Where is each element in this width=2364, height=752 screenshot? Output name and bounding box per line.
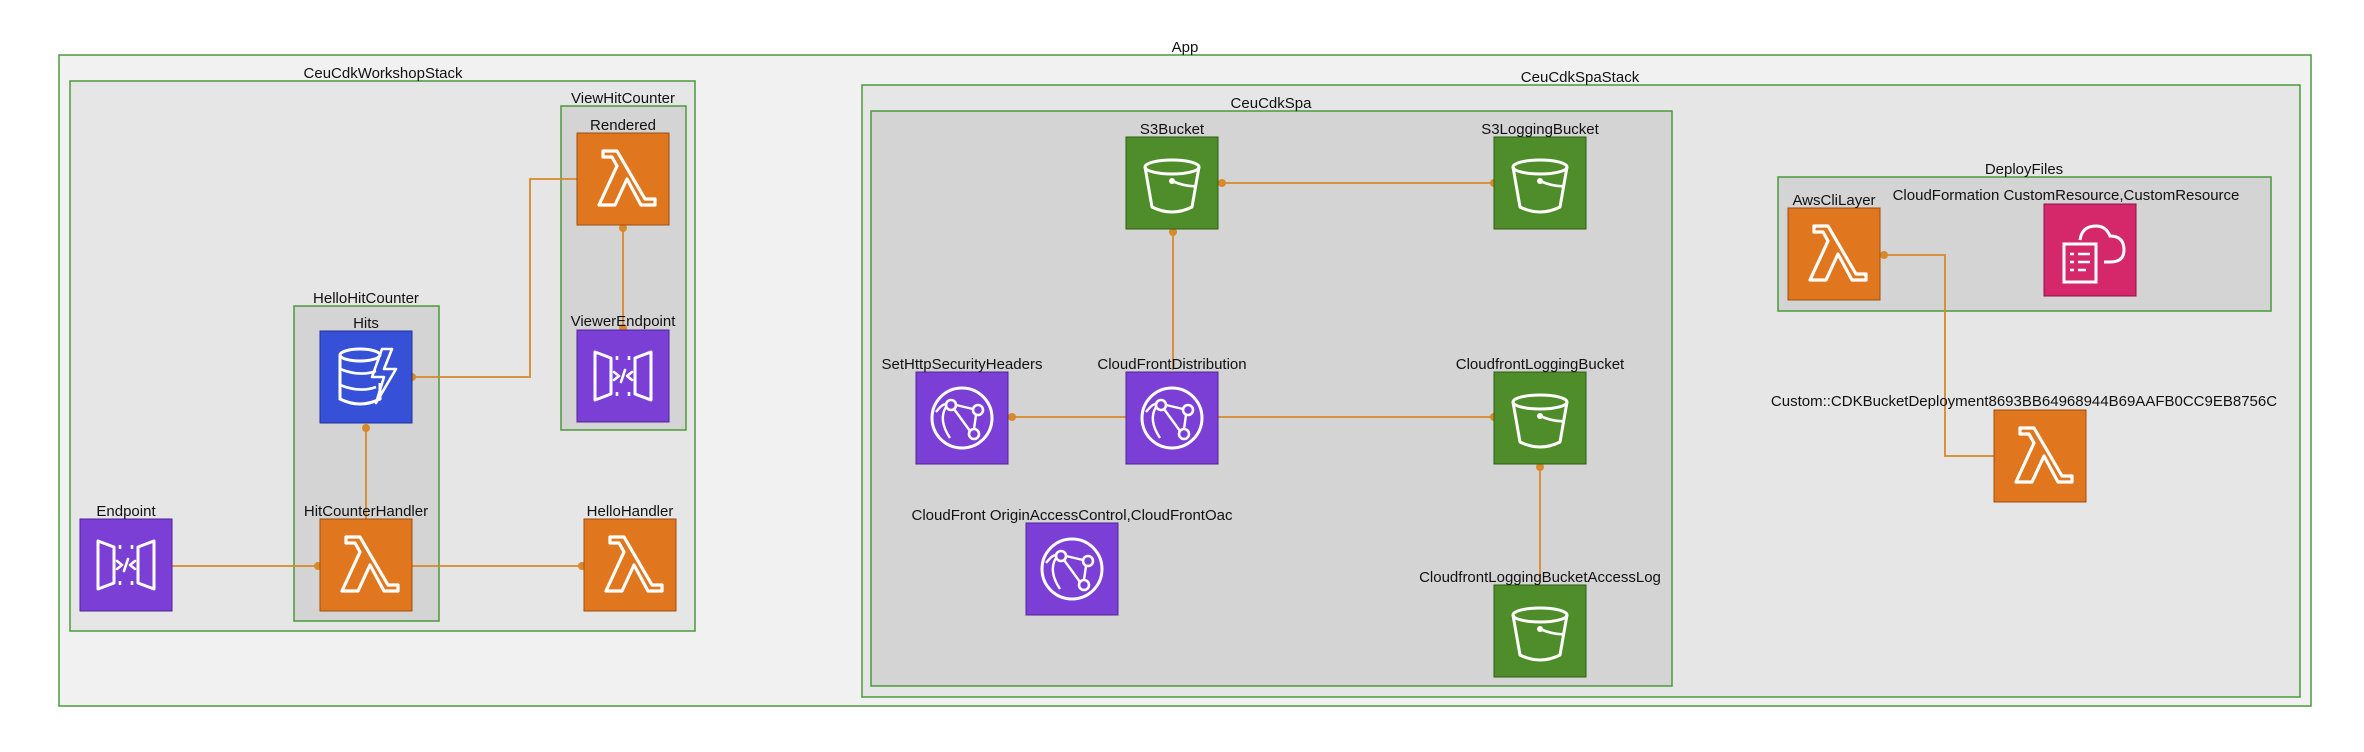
node-aws-cli-layer-label: AwsCliLayer [1792,192,1875,209]
node-cloudfront-oac[interactable]: CloudFront OriginAccessControl,CloudFron… [912,507,1233,616]
node-hello-handler-label: HelloHandler [587,503,674,520]
node-custom-resource[interactable]: CloudFormation CustomResource,CustomReso… [1893,187,2240,297]
group-workshop-stack-label: CeuCdkWorkshopStack [304,65,463,82]
group-hello-hit-counter-label: HelloHitCounter [313,290,419,307]
node-endpoint[interactable]: Endpoint [79,503,173,612]
node-viewer-endpoint[interactable]: ViewerEndpoint [571,313,677,423]
node-cloudfront-oac-label: CloudFront OriginAccessControl,CloudFron… [912,507,1233,524]
group-app-label: App [1172,39,1199,56]
group-cdk-spa-label: CeuCdkSpa [1231,95,1313,112]
node-s3-bucket[interactable]: S3Bucket [1125,121,1219,230]
node-set-http-security-headers[interactable]: SetHttpSecurityHeaders [882,356,1043,465]
node-bucket-deployment[interactable]: Custom::CDKBucketDeployment8693BB6496894… [1771,393,2277,503]
node-bucket-deployment-label: Custom::CDKBucketDeployment8693BB6496894… [1771,393,2277,410]
node-set-http-security-headers-label: SetHttpSecurityHeaders [882,356,1043,373]
node-endpoint-label: Endpoint [96,503,156,520]
group-deploy-files-label: DeployFiles [1985,161,2063,178]
edges [172,178,1995,582]
group-spa-stack-label: CeuCdkSpaStack [1521,69,1640,86]
node-cloudfront-logging-bucket[interactable]: CloudfrontLoggingBucket [1456,356,1625,465]
node-hello-handler[interactable]: HelloHandler [583,503,677,612]
node-cloudfront-distribution[interactable]: CloudFrontDistribution [1097,356,1247,465]
node-hits-label: Hits [353,315,379,332]
node-rendered[interactable]: Rendered [576,117,670,226]
node-cloudfront-distribution-label: CloudFrontDistribution [1097,356,1246,373]
node-s3-logging-bucket[interactable]: S3LoggingBucket [1481,121,1600,230]
node-viewer-endpoint-label: ViewerEndpoint [571,313,677,330]
node-custom-resource-label: CloudFormation CustomResource,CustomReso… [1893,187,2240,204]
node-rendered-label: Rendered [590,117,656,134]
node-s3-logging-bucket-label: S3LoggingBucket [1481,121,1599,138]
group-view-hit-counter-label: ViewHitCounter [571,90,675,107]
node-cloudfront-logging-bucket-access-log[interactable]: CloudfrontLoggingBucketAccessLog [1419,569,1661,678]
node-hit-counter-handler-label: HitCounterHandler [304,503,428,520]
node-hit-counter-handler[interactable]: HitCounterHandler [304,503,428,612]
node-s3-bucket-label: S3Bucket [1140,121,1205,138]
edge-hits-to-rendered [412,178,577,378]
edge-awsclilayer-to-bucketdeployment [1880,254,1995,457]
node-hits[interactable]: Hits [319,315,413,424]
node-aws-cli-layer[interactable]: AwsCliLayer [1787,192,1881,301]
node-cloudfront-logging-bucket-access-log-label: CloudfrontLoggingBucketAccessLog [1419,569,1661,586]
node-cloudfront-logging-bucket-label: CloudfrontLoggingBucket [1456,356,1625,373]
